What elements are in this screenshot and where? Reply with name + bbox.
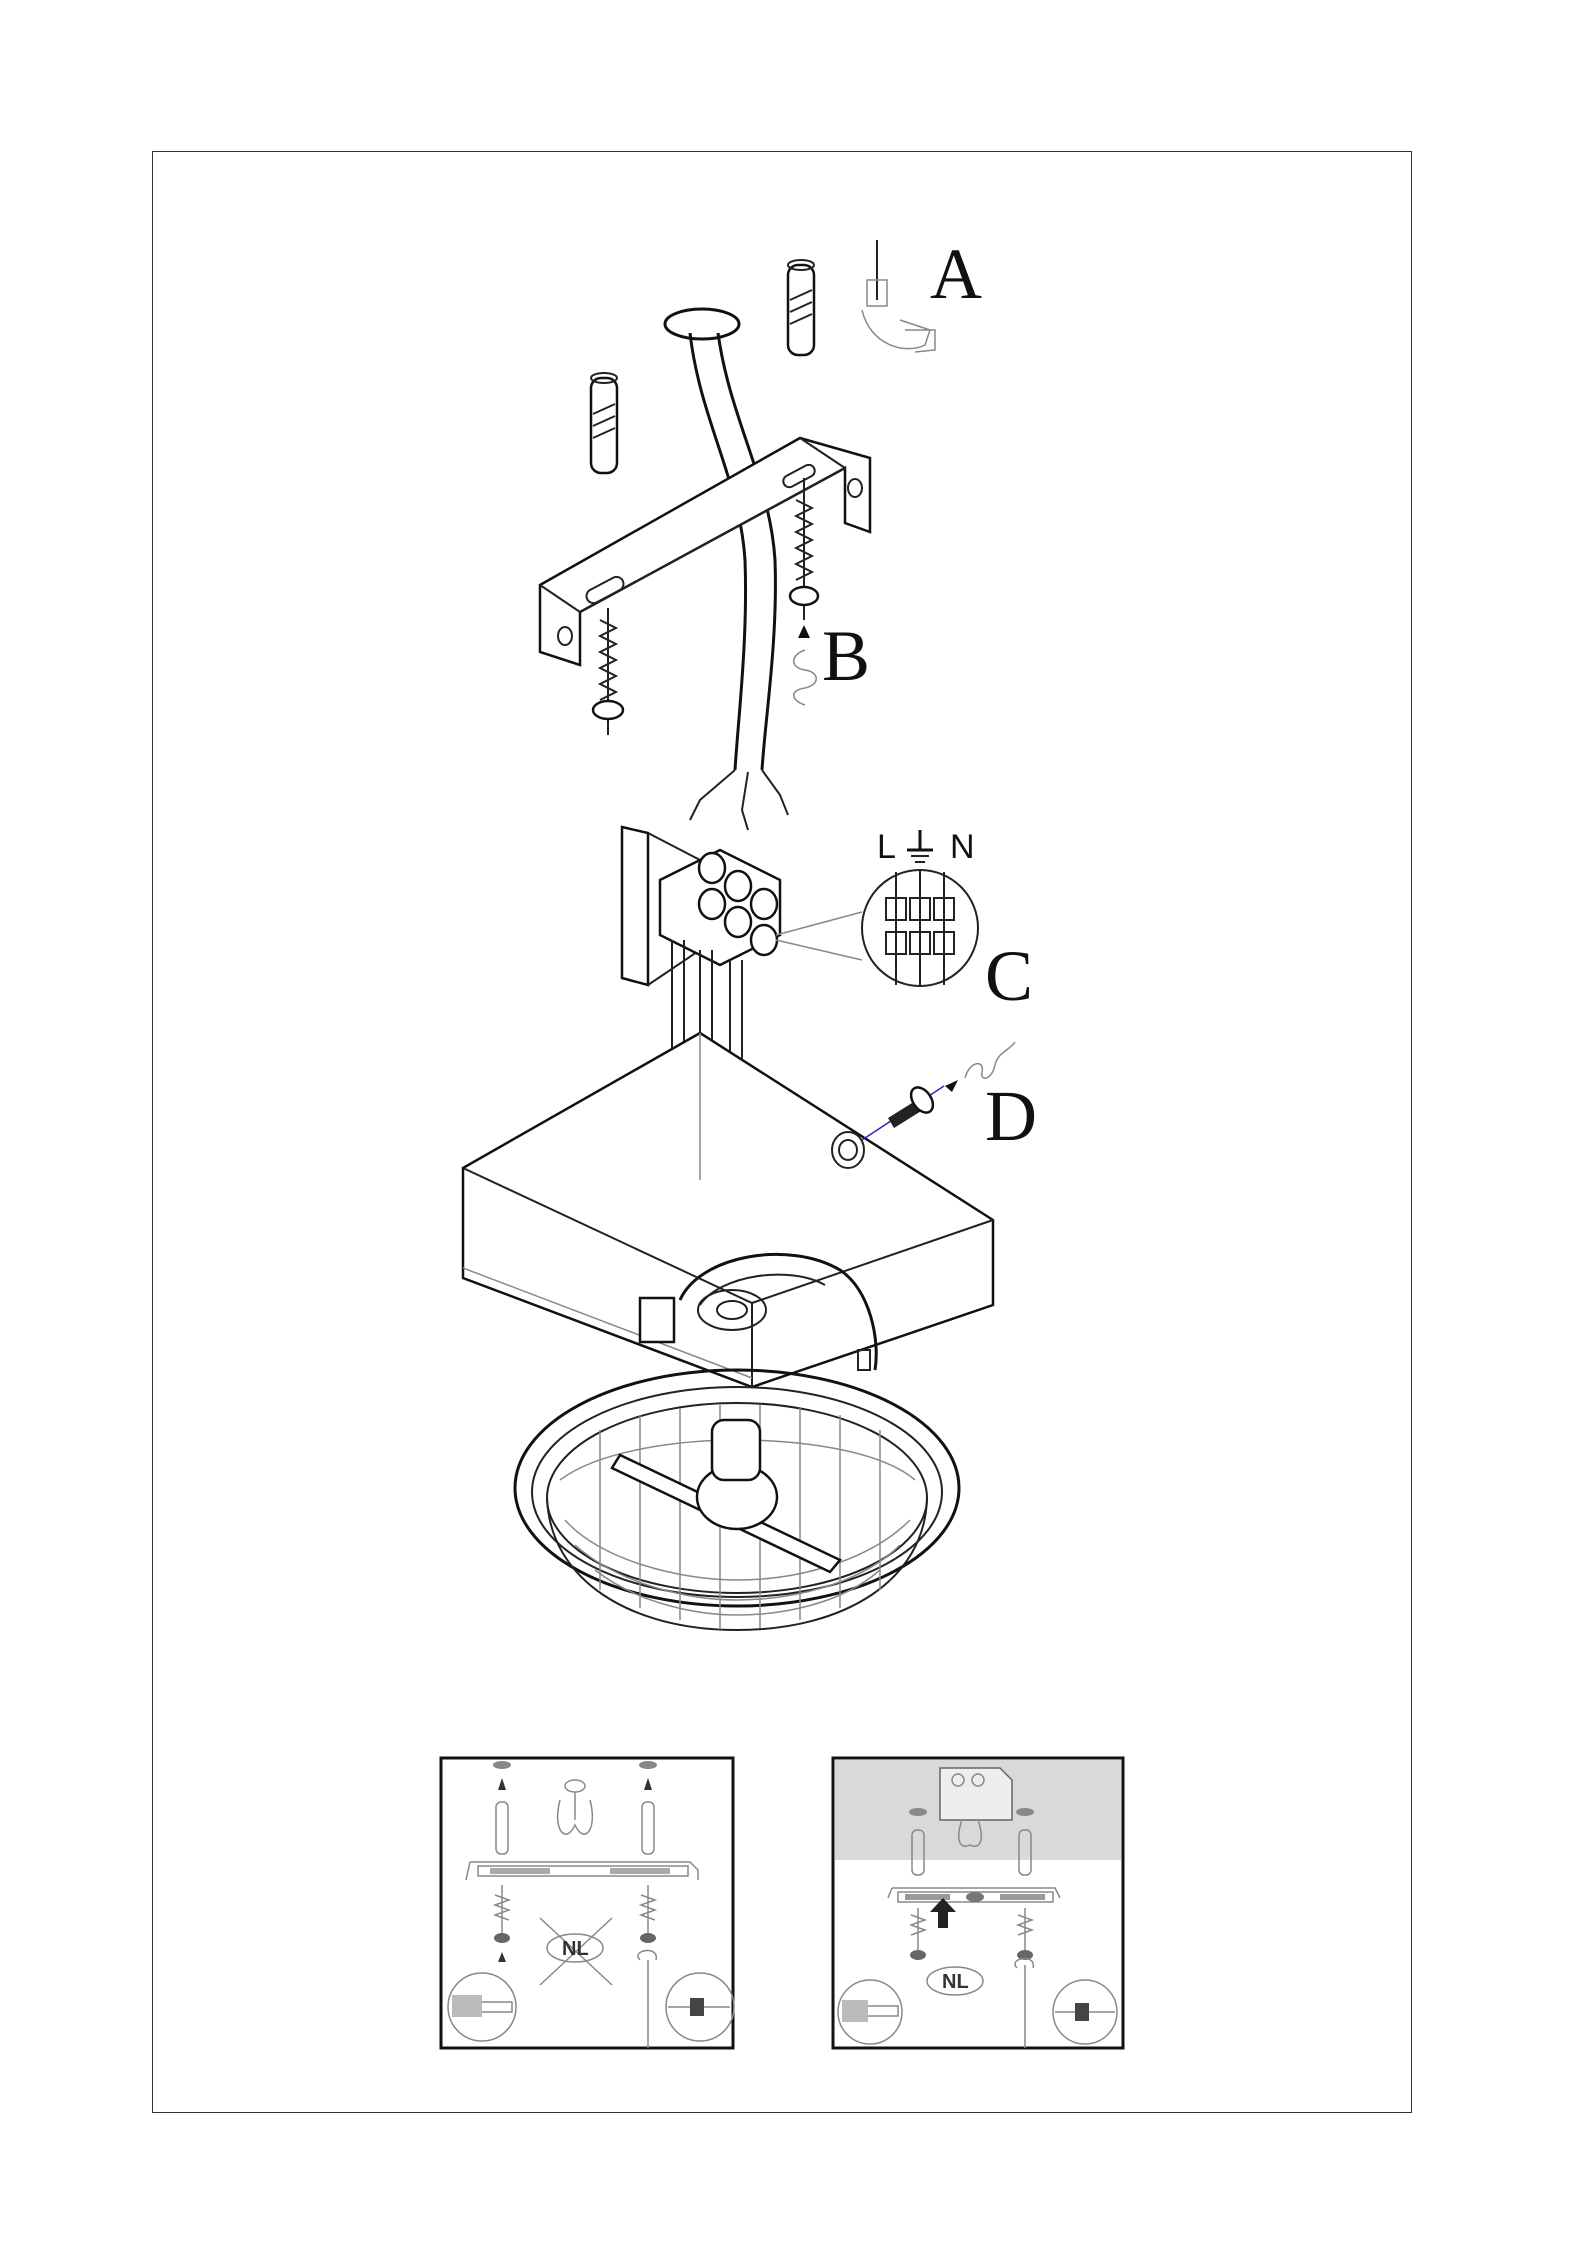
housing-box xyxy=(463,1033,993,1387)
lamp-reflector xyxy=(515,1370,959,1630)
install-inset-right xyxy=(833,1758,1123,2048)
wall-plug-1 xyxy=(788,260,814,355)
wiring-detail xyxy=(862,870,978,986)
ground-icon xyxy=(907,830,933,862)
screw-left xyxy=(593,608,623,735)
terminal-block xyxy=(660,850,780,1060)
label-a: A xyxy=(930,234,982,314)
inset-right-badge: NL xyxy=(942,1971,969,1993)
inset-left-badge: NL xyxy=(562,1938,589,1960)
label-b: B xyxy=(822,616,870,696)
drill-icon xyxy=(862,240,935,352)
install-inset-left xyxy=(441,1758,734,2048)
ceiling-cable xyxy=(665,309,788,830)
label-d: D xyxy=(985,1076,1037,1156)
rotate-arrow-d-icon xyxy=(965,1042,1015,1078)
wire-neutral-label: N xyxy=(950,828,975,866)
screw-d xyxy=(862,1080,958,1140)
label-c: C xyxy=(985,936,1033,1016)
wall-plug-2 xyxy=(591,373,617,473)
wire-live-label: L xyxy=(877,828,896,866)
mounting-bracket xyxy=(540,438,870,665)
screw-right xyxy=(790,478,818,638)
rotate-arrow-icon xyxy=(794,650,817,705)
